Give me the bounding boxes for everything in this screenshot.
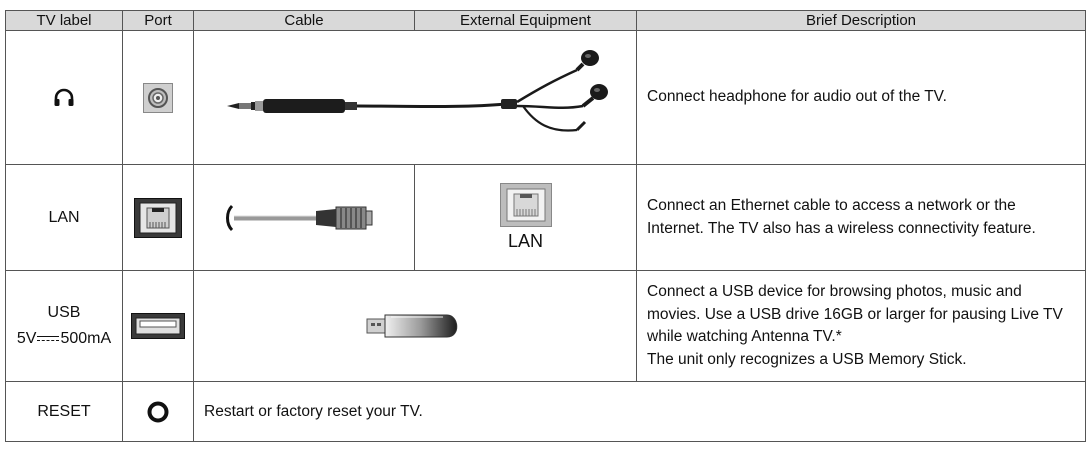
header-brief-description: Brief Description (636, 10, 1086, 31)
table-row-lan: LAN (5, 164, 1086, 271)
header-cable: Cable (193, 10, 415, 31)
usb-rating-voltage: 5V (16, 330, 37, 347)
device-cell-usb (193, 270, 637, 382)
label-usb: USB (47, 304, 81, 321)
label-lan: LAN (5, 164, 123, 271)
connection-table: TV label Port Cable External Equipment B… (5, 10, 1086, 442)
ethernet-port-icon (134, 197, 182, 238)
external-cell-lan: LAN (414, 164, 637, 271)
header-external-equipment: External Equipment (414, 10, 637, 31)
cable-cell-headphone (193, 30, 637, 165)
table-row-usb: USB 5V 500mA (5, 270, 1086, 382)
port-cell-reset (122, 381, 194, 442)
table-row-headphone: Connect headphone for audio out of the T… (5, 30, 1086, 165)
audio-jack-port-icon (143, 82, 173, 113)
description-line: while watching Antenna TV.* (647, 328, 842, 345)
description-reset: Restart or factory reset your TV. (193, 381, 1086, 442)
table-header-row: TV label Port Cable External Equipment B… (5, 10, 1086, 31)
description-lan: Connect an Ethernet cable to access a ne… (636, 164, 1086, 271)
label-reset: RESET (5, 381, 123, 442)
usb-flash-drive-icon (366, 314, 458, 338)
description-line: Connect an Ethernet cable to access a ne… (647, 197, 1016, 214)
port-cell-headphone (122, 30, 194, 165)
usb-rating-current: 500mA (60, 330, 112, 347)
description-usb: Connect a USB device for browsing photos… (636, 270, 1086, 382)
usb-port-icon (131, 313, 185, 339)
port-cell-lan (122, 164, 194, 271)
header-port: Port (122, 10, 194, 31)
earphone-cable-icon (227, 49, 608, 132)
cable-cell-lan (193, 164, 415, 271)
external-lan-label: LAN (507, 231, 543, 251)
label-cell-usb: USB 5V 500mA (5, 270, 123, 382)
usb-power-rating: 5V 500mA (6, 326, 122, 352)
label-cell-headphone (5, 30, 123, 165)
dc-symbol-icon (37, 334, 60, 344)
description-headphone: Connect headphone for audio out of the T… (636, 30, 1086, 165)
description-line: Internet. The TV also has a wireless con… (647, 219, 1036, 237)
lan-device-port-icon (499, 183, 552, 227)
header-tv-label: TV label (5, 10, 123, 31)
table-row-reset: RESET Restart or factory reset your TV. (5, 381, 1086, 442)
description-line: Connect a USB device for browsing photos… (647, 283, 1022, 300)
ethernet-cable-icon (226, 204, 373, 231)
headphone-icon (54, 88, 74, 106)
reset-button-icon (147, 401, 169, 422)
port-cell-usb (122, 270, 194, 382)
description-line: movies. Use a USB drive 16GB or larger f… (647, 305, 1063, 323)
description-line: The unit only recognizes a USB Memory St… (647, 350, 967, 368)
